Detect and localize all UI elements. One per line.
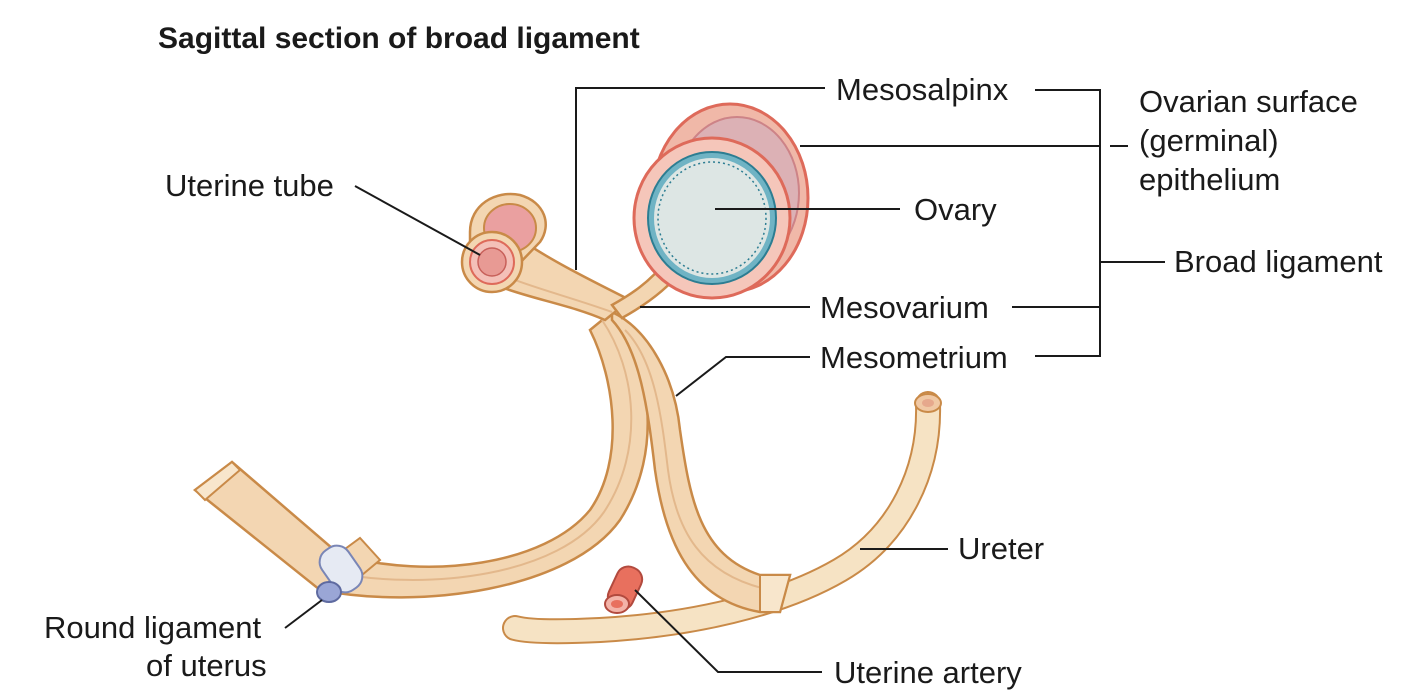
uterine-artery-leader bbox=[634, 589, 822, 673]
ovarian-surface-label-line2: (germinal) bbox=[1139, 123, 1279, 158]
mesometrium-leader bbox=[675, 356, 810, 397]
ovary-label: Ovary bbox=[914, 192, 997, 227]
diagram-title: Sagittal section of broad ligament bbox=[158, 22, 640, 55]
ovary bbox=[632, 102, 810, 300]
uterine-tube bbox=[460, 192, 547, 294]
round-ligament bbox=[316, 536, 382, 603]
uterine-artery bbox=[604, 565, 644, 614]
ovarian-surface-label-line3: epithelium bbox=[1139, 162, 1280, 197]
uterine-tube-leader bbox=[354, 185, 481, 256]
ovarian-surface-label-line1: Ovarian surface bbox=[1139, 84, 1358, 119]
mesovarium-label: Mesovarium bbox=[820, 290, 989, 325]
anterior-leaf bbox=[192, 310, 649, 599]
posterior-leaf bbox=[610, 310, 792, 614]
round-ligament-leader bbox=[284, 599, 323, 629]
mesosalpinx-leader bbox=[575, 87, 825, 270]
round-ligament-label-line1: Round ligament bbox=[44, 610, 262, 645]
mesometrium-label: Mesometrium bbox=[820, 340, 1008, 375]
round-ligament-label-line2: of uterus bbox=[146, 648, 267, 683]
mesosalpinx-label: Mesosalpinx bbox=[836, 72, 1009, 107]
broad-ligament-label: Broad ligament bbox=[1174, 244, 1383, 279]
ureter-label: Ureter bbox=[958, 531, 1044, 566]
broad-ligament-bracket bbox=[1035, 89, 1101, 357]
uterine-artery-label: Uterine artery bbox=[834, 655, 1022, 690]
uterine-tube-label: Uterine tube bbox=[165, 168, 334, 203]
